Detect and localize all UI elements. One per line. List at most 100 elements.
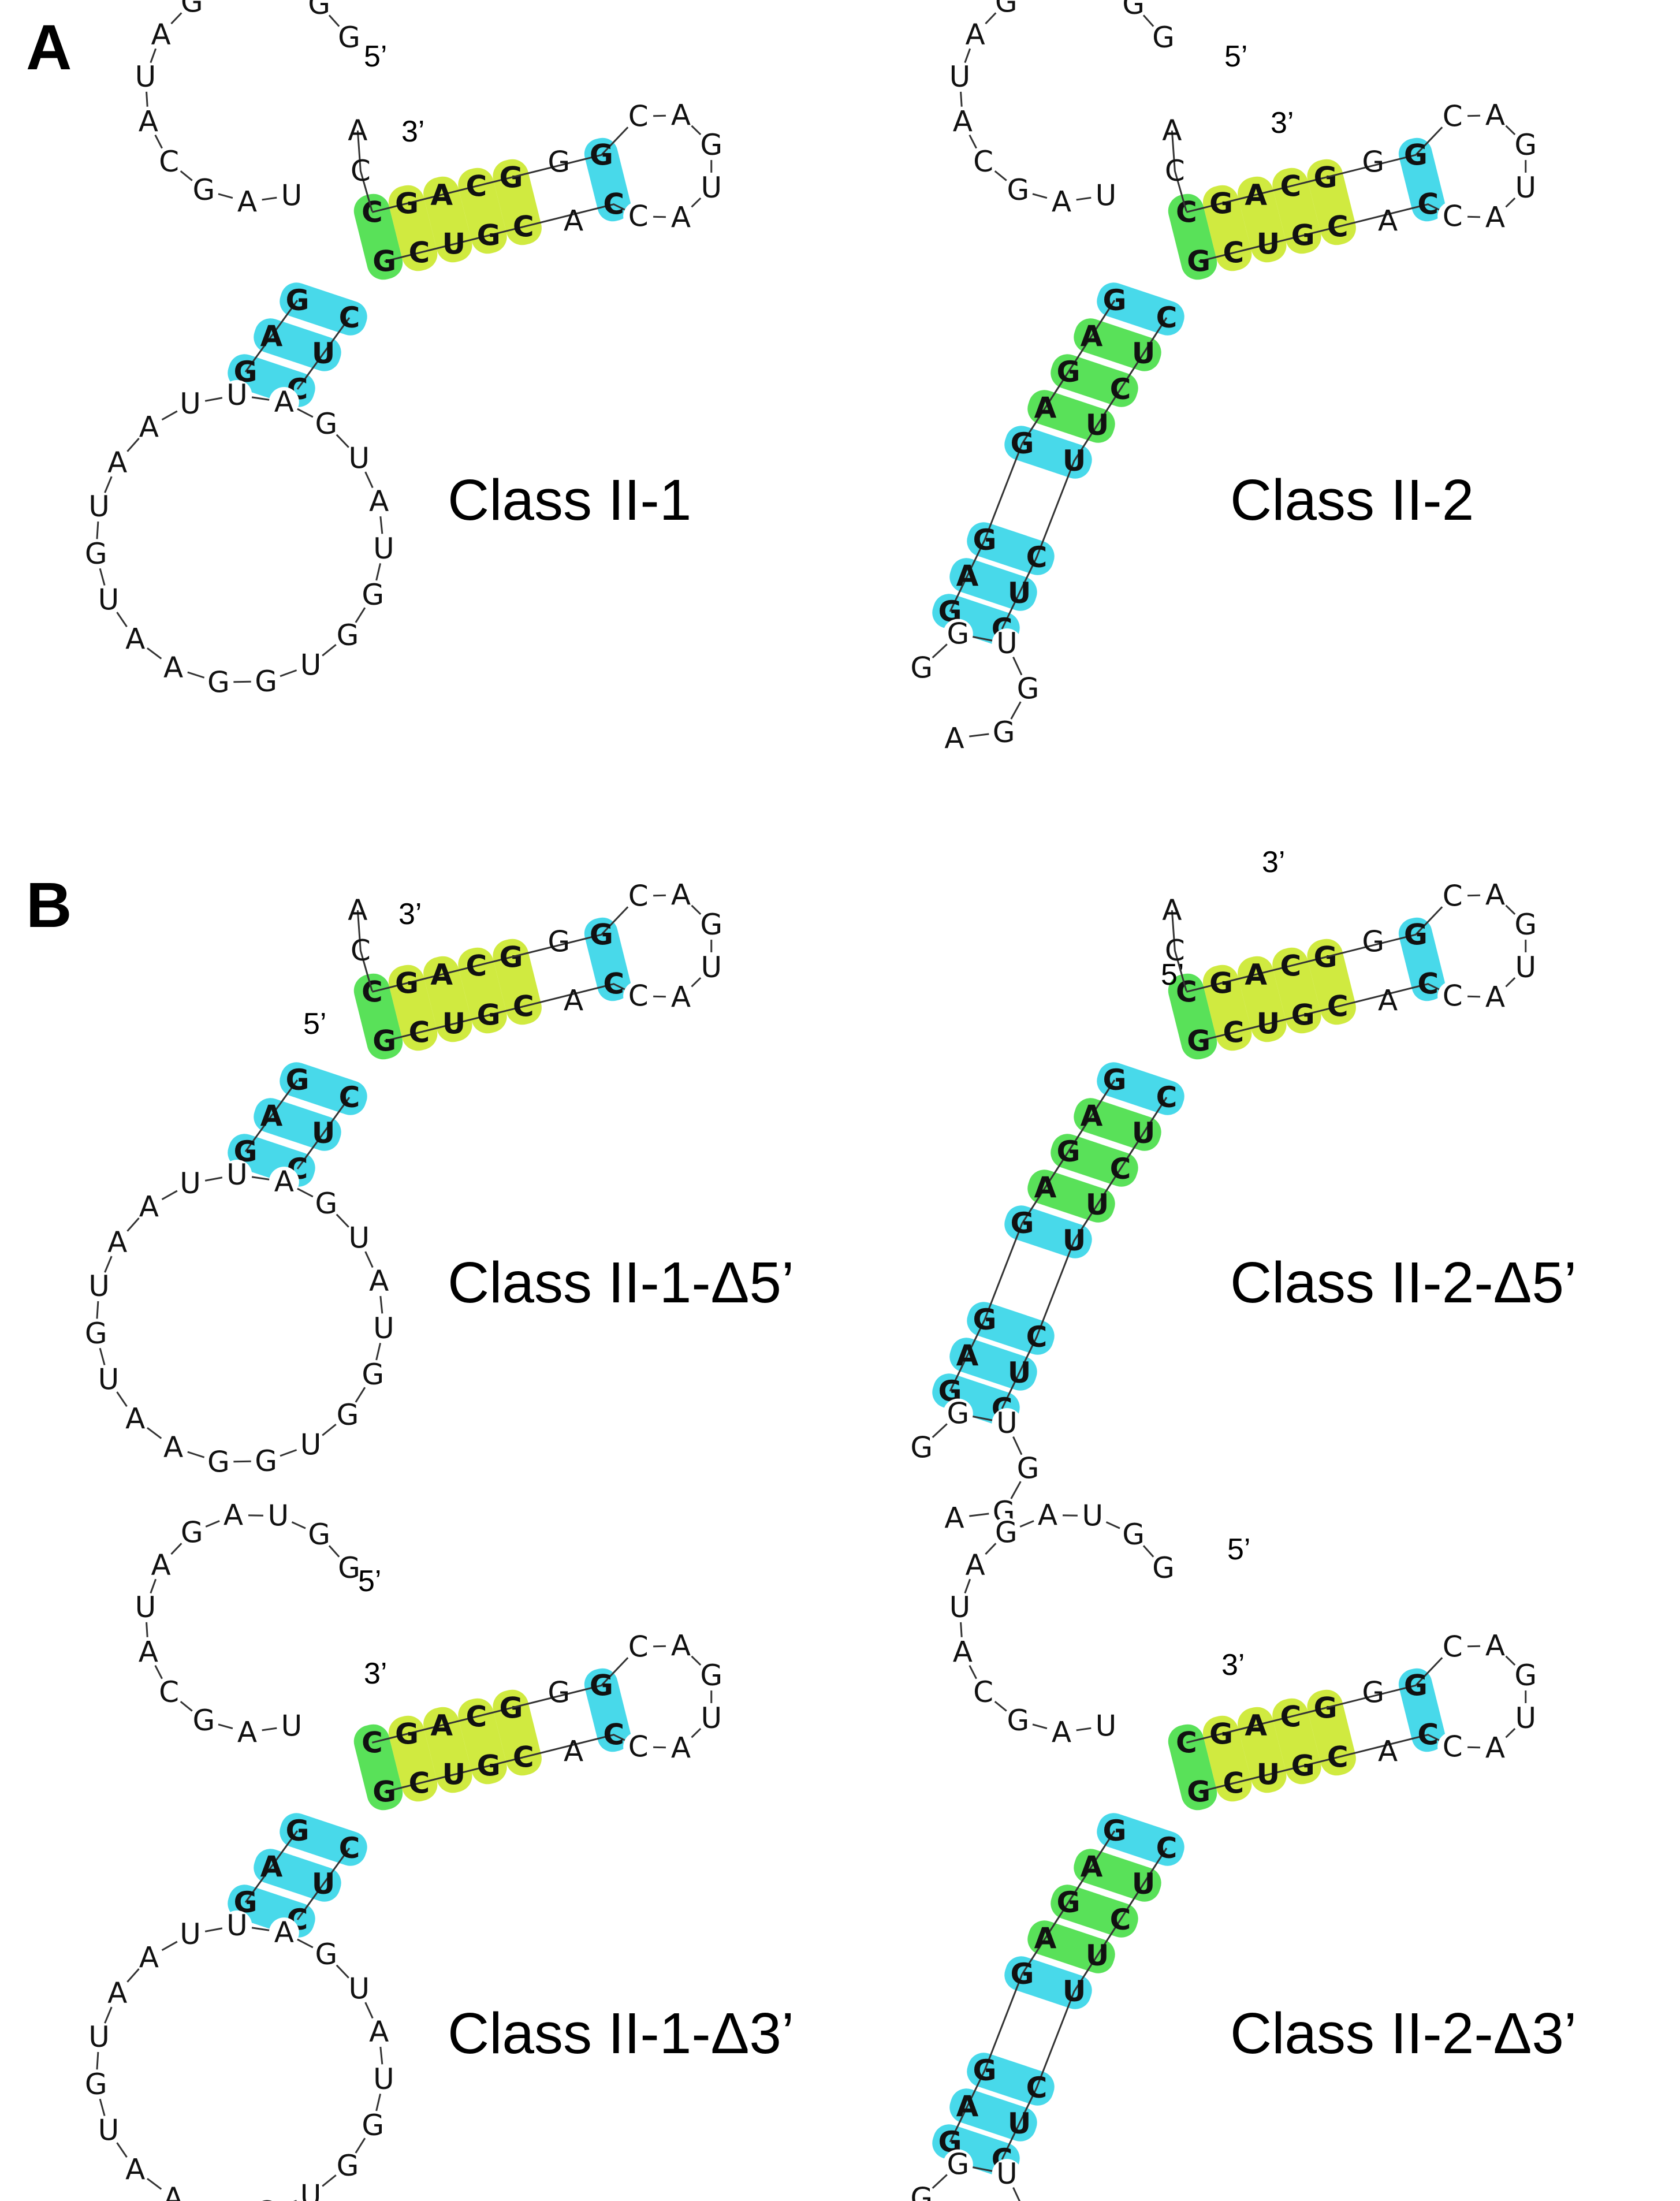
s-b2-lower-right-backbone: [1001, 1097, 1168, 1409]
s-c1-hairpin-nt: G: [700, 1659, 722, 1692]
s-c1-top-loop-nucleotide: U: [135, 1591, 157, 1624]
s-c2-stem-outer-nt: G: [1209, 1717, 1233, 1751]
s-b2-stem-outer-backbone: [1186, 956, 1326, 993]
s-c2-top-loop-bg: [1090, 1711, 1121, 1741]
s-c1-hairpin-nt: A: [671, 1731, 691, 1764]
s-a1-top-loop-nucleotide: A: [139, 105, 158, 139]
s-a2-lower-left-backbone: [949, 300, 1116, 612]
s-a1-big-loop-bg: [251, 666, 281, 697]
s-c2-hairpin-pair-band: [1398, 1668, 1446, 1752]
s-a1-big-loop-bg: [357, 580, 388, 610]
s-a2-lower-nt: U: [1086, 408, 1109, 442]
s-c1-big-loop-nucleotide: U: [300, 2179, 322, 2201]
s-b1-big-loop-nucleotide: G: [362, 1358, 384, 1391]
s-c2-lower-nt: A: [956, 2090, 979, 2123]
s-c2-helix-pair-band: [1238, 1707, 1287, 1793]
s-a2-small-loop-bg: [992, 628, 1022, 659]
s-b2-lower-pair-band: [1004, 1205, 1092, 1258]
s-c2-top-loop-nucleotide: G: [995, 1516, 1018, 1550]
s-c2-small-loop-bg: [992, 2159, 1022, 2189]
s-a1-stem-outer-nt: C: [465, 169, 487, 203]
s-b1-big-loop-bg: [296, 1429, 326, 1460]
s-a1-top-loop-bg: [304, 0, 334, 19]
s-b1-lower-right-backbone: [296, 1097, 351, 1170]
s-c1-big-loop-nucleotide: U: [348, 1972, 370, 2005]
s-c1-stem-outer-nt: C: [465, 1700, 487, 1733]
s-a2-lower-nt: G: [973, 523, 996, 557]
s-a2-lower-nt: C: [1110, 373, 1131, 406]
s-b1-lower-nt: C: [339, 1081, 360, 1114]
s-a1-helix-pair-band: [493, 159, 542, 245]
s-a2-helix-pair-band: [1272, 167, 1321, 254]
s-c2-stem-inner-nt: U: [1257, 1758, 1280, 1792]
s-a2-lower-pair-band: [1074, 318, 1161, 371]
s-c1-hairpin-bg: [696, 1660, 727, 1691]
s-a2-lower2-pair-band: [967, 522, 1055, 575]
s-b1-big-loop-nucleotide: A: [274, 1165, 294, 1198]
s-a2-small-loop-nucleotide: G: [1017, 672, 1040, 705]
s-c1-hairpin-bg: [665, 1733, 696, 1763]
s-c1-stem-inner-nt: U: [442, 1758, 466, 1792]
s-a2-top-loop-bg: [1003, 174, 1033, 205]
s-c2-small-loop-nucleotide: G: [947, 2148, 969, 2181]
s-c1-helix-pair-band: [388, 1715, 438, 1802]
s-b1-helix-pair-band: [458, 947, 507, 1034]
s-b2-lower-pair-band: [1074, 1098, 1161, 1151]
s-a2-hairpin-nt: C: [1443, 99, 1463, 133]
s-c1-big-loop-nucleotide: A: [107, 1976, 127, 2010]
s-a2-hairpin-bg: [1437, 101, 1468, 132]
s-a1-top-loop-nucleotide: U: [268, 0, 289, 2]
s-a1-top-loop-bg: [276, 180, 307, 211]
s-c1-helix-pair-band: [353, 1724, 403, 1811]
s-c1-top-loop-nucleotide: U: [281, 1710, 303, 1743]
s-a1-big-loop-bg: [93, 584, 124, 615]
s-b2-hairpin-bg: [1437, 881, 1468, 911]
s-b2-small-loop-nucleotide: G: [1017, 1451, 1040, 1485]
s-c1-lower-nt: A: [260, 1850, 283, 1883]
s-c1-top-loop-bg: [133, 1637, 163, 1667]
s-a1-top-loop-bg: [232, 187, 262, 217]
s-c2-lower-nt: G: [973, 2054, 996, 2087]
s-a1-big-loop-nucleotide: G: [207, 665, 230, 699]
s-c1-top-loop-nucleotide: A: [139, 1636, 158, 1669]
s-a1-top-loop-nucleotide: U: [281, 179, 303, 213]
s-c1-top-loop-bg: [304, 1519, 334, 1550]
s-c1-lower-nt: C: [339, 1831, 360, 1865]
s-b2-lower-nt: A: [1081, 1099, 1103, 1133]
s-b1-big-loop-bg: [158, 1432, 189, 1463]
s-c2-top-loop-nucleotide: U: [1082, 1499, 1104, 1533]
s-c2-lower-right-backbone: [1001, 1848, 1168, 2160]
label-class-ii-2: Class II-2: [1230, 468, 1474, 532]
s-c2-hairpin-nt: A: [1485, 1629, 1505, 1663]
s-a2-lower-nt: U: [1063, 444, 1086, 478]
s-a1-stem-inner-nt: C: [408, 236, 430, 270]
s-c2-top-loop-nucleotide: C: [973, 1675, 993, 1709]
s-c1-big-loop-nucleotide: G: [85, 2068, 107, 2101]
s-a1-stem-inner-nt: G: [477, 219, 501, 252]
s-b1-hairpin-nt: A: [671, 980, 691, 1014]
s-c1-top-loop-bg: [154, 1677, 184, 1707]
s-a2-bulge-nt: A: [1378, 204, 1398, 237]
s-a2-hairpin-bg: [1510, 130, 1541, 161]
s-a1-hairpin-nt: C: [628, 200, 649, 233]
s-a2-hairpin-bg: [1510, 172, 1541, 203]
label-class-ii-1: Class II-1: [448, 468, 691, 532]
s-a2-hairpin-pair-nt: C: [1417, 188, 1439, 221]
s-b2-helix-pair-band: [1307, 939, 1356, 1025]
s-b1-big-loop-bg: [120, 1403, 151, 1434]
s-c2-hairpin-nt: C: [1443, 1630, 1463, 1663]
s-c1-big-loop-bg: [311, 1939, 341, 1969]
s-a1-helix-pair-band: [458, 167, 507, 254]
s-a2-top-loop-nucleotide: A: [1052, 185, 1071, 219]
s-a1-top-loop-bg: [130, 61, 161, 92]
s-a2-tail-backbone: [1171, 130, 1187, 212]
s-a1-big-loop-nucleotide: U: [348, 441, 370, 475]
s-c2-helix-pair-band: [1202, 1715, 1252, 1802]
s-c2-lower-pair-band: [1074, 1849, 1161, 1902]
s-c2-bulge-nt: A: [1378, 1734, 1398, 1768]
s-a2-top-loop-bg: [1046, 187, 1076, 217]
s-a2-lower-nt: G: [1102, 284, 1126, 317]
s-c1-big-loop-nucleotide: G: [207, 2196, 230, 2201]
s-b1-hairpin-pair-band: [584, 917, 631, 1001]
